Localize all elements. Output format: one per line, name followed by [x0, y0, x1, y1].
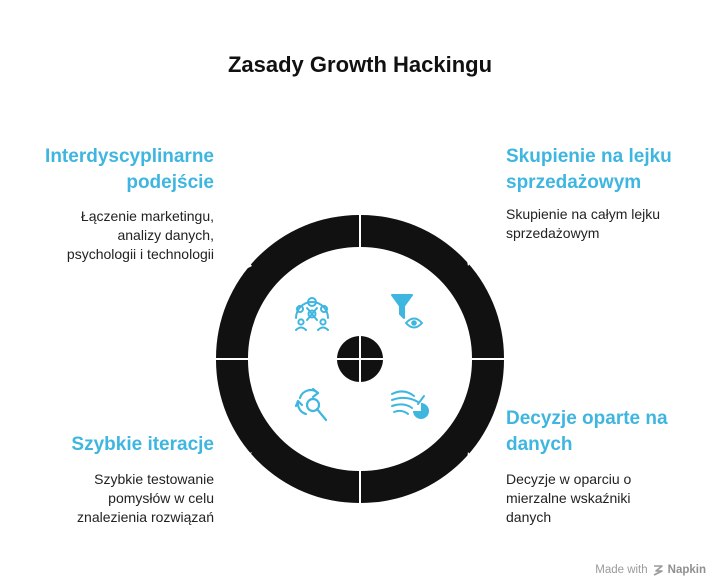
- description-line: psychologii i technologii: [66, 246, 214, 262]
- description-line: danych: [506, 509, 552, 525]
- ring-segment-bottom-right: [361, 360, 504, 503]
- description-line: znalezienia rozwiązań: [77, 509, 214, 525]
- footer-made-with: Made with: [595, 564, 648, 576]
- center-hub: [337, 336, 383, 382]
- napkin-logo-icon: [653, 565, 663, 576]
- section-heading-interdisciplinary: Interdyscyplinarne podejście: [20, 144, 214, 196]
- ring-notch-bottom-left: [244, 452, 252, 466]
- description-line: Skupienie na całym lejku: [506, 206, 661, 222]
- heading-line: Skupienie na lejku: [506, 146, 672, 167]
- heading-line: sprzedażowym: [506, 172, 642, 193]
- ring-notch-bottom-right: [466, 452, 476, 466]
- ring: [216, 215, 504, 503]
- heading-line: danych: [506, 434, 573, 455]
- section-description-sales-funnel: Skupienie na całym lejku sprzedażowym: [506, 205, 706, 243]
- ring-segment-top-right: [361, 215, 504, 358]
- footer-attribution: Made with Napkin: [595, 564, 706, 576]
- team-collaboration-icon: [295, 297, 329, 331]
- section-heading-data-driven: Decyzje oparte na danych: [506, 406, 706, 458]
- ring-segment-bottom-left: [216, 360, 359, 503]
- description-line: Łączenie marketingu,: [80, 208, 214, 224]
- funnel-eye-icon: [391, 294, 423, 329]
- section-description-data-driven: Decyzje w oparciu o mierzalne wskaźniki …: [506, 470, 706, 527]
- description-line: Szybkie testowanie: [94, 471, 214, 487]
- ring-notch-top-right: [466, 256, 476, 266]
- ring-segment-top-left: [216, 215, 359, 358]
- heading-line: Interdyscyplinarne: [45, 146, 214, 167]
- diagram-title: Zasady Growth Hackingu: [227, 52, 493, 77]
- ring-notch-top-left: [244, 256, 252, 270]
- data-chart-icon: [391, 390, 429, 419]
- description-line: sprzedażowym: [506, 225, 600, 241]
- description-line: Decyzje w oparciu o: [506, 471, 632, 487]
- heading-line: podejście: [126, 172, 214, 193]
- description-line: pomysłów w celu: [108, 490, 214, 506]
- footer-brand: Napkin: [667, 564, 706, 576]
- description-line: analizy danych,: [117, 227, 214, 243]
- heading-line: Decyzje oparte na: [506, 408, 668, 429]
- description-line: mierzalne wskaźniki: [506, 490, 631, 506]
- refresh-search-icon: [294, 387, 328, 422]
- heading-line: Szybkie iteracje: [71, 434, 214, 455]
- section-heading-sales-funnel: Skupienie na lejku sprzedażowym: [506, 144, 706, 196]
- section-heading-fast-iterations: Szybkie iteracje: [20, 432, 214, 458]
- section-description-interdisciplinary: Łączenie marketingu, analizy danych, psy…: [20, 207, 214, 264]
- section-description-fast-iterations: Szybkie testowanie pomysłów w celu znale…: [20, 470, 214, 527]
